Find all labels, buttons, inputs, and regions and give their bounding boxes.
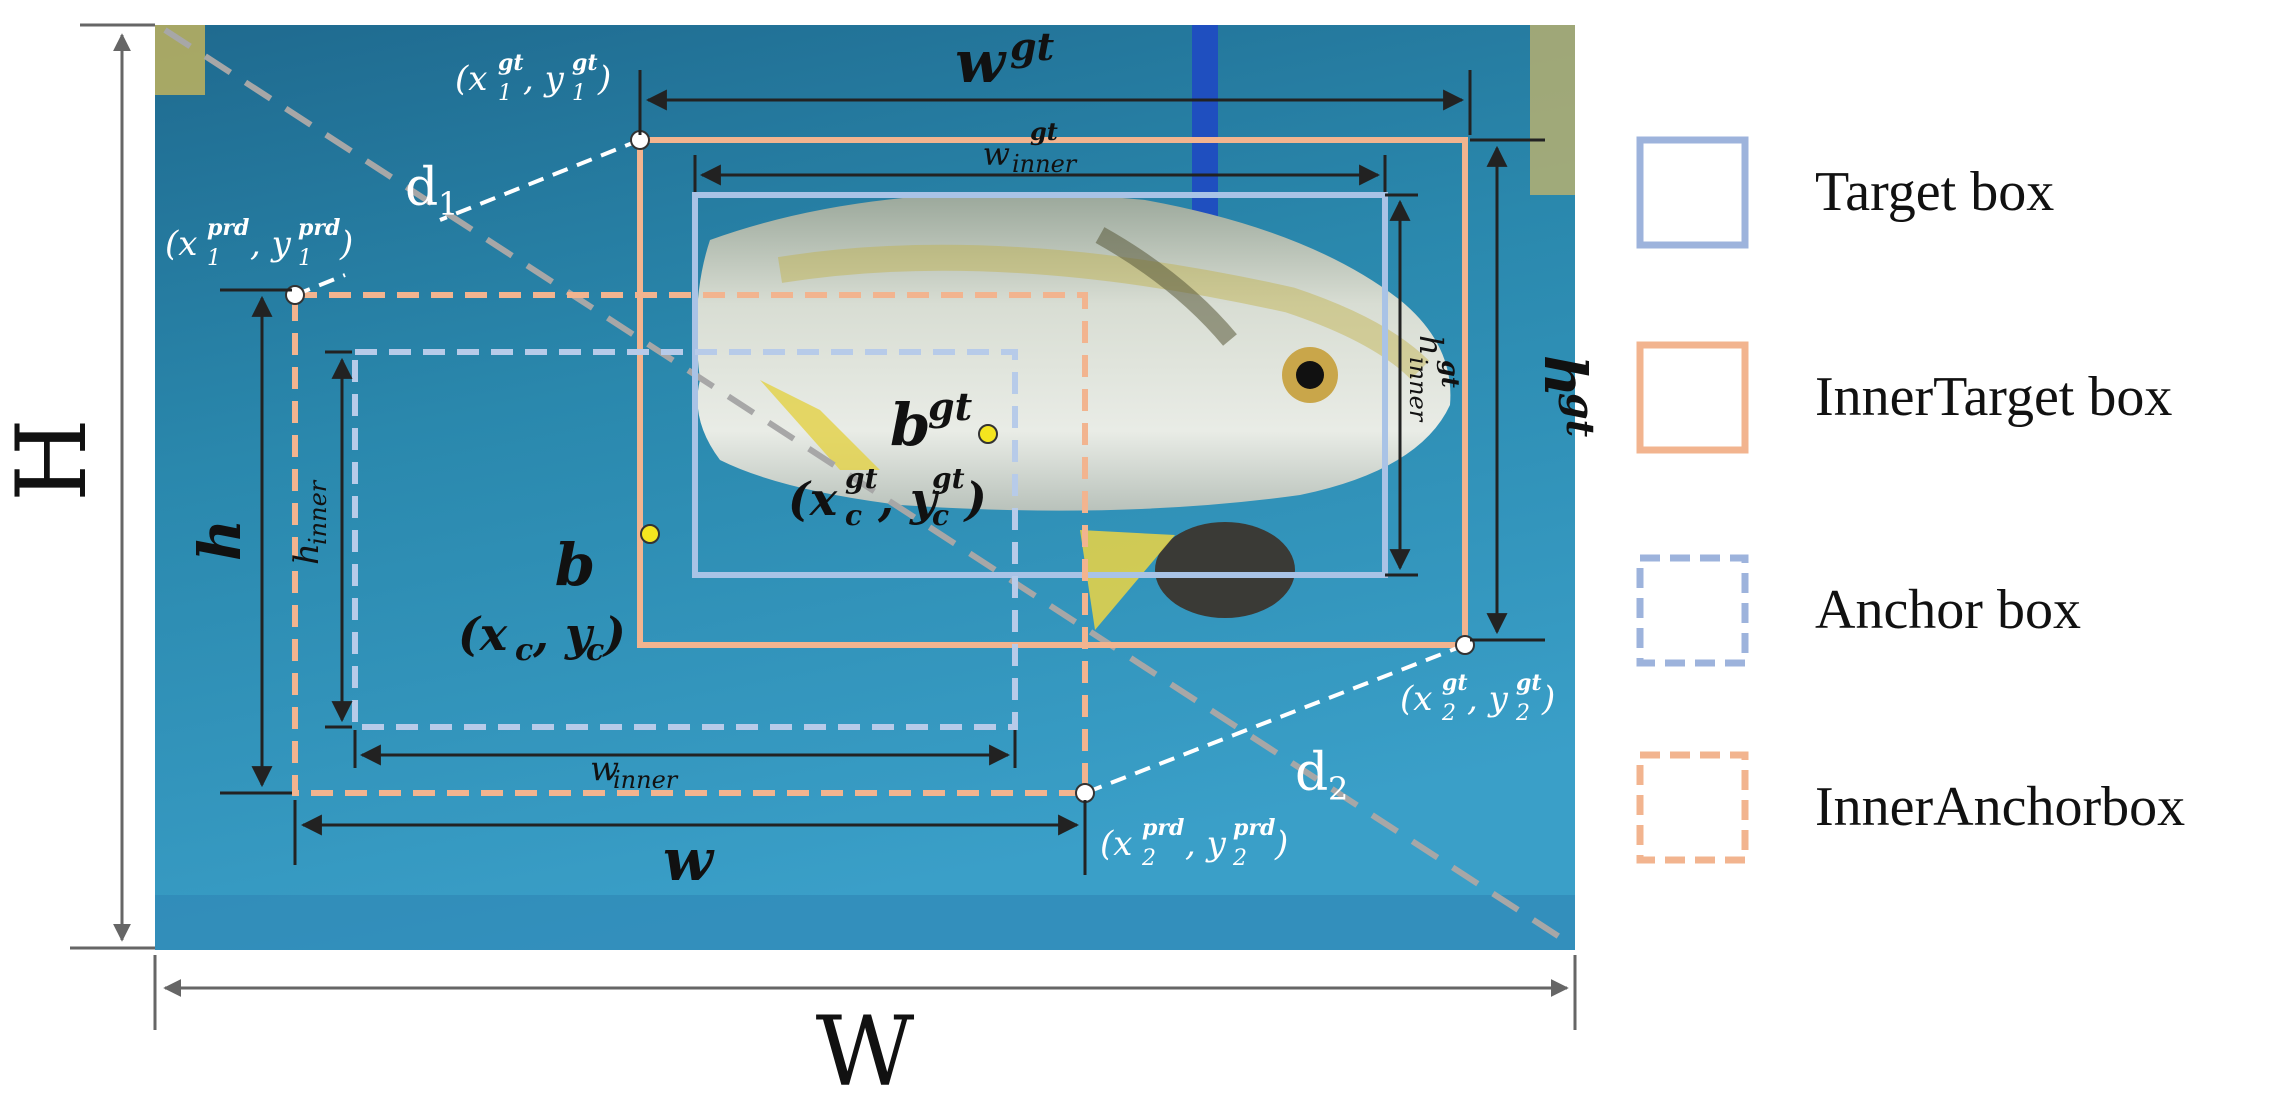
svg-text:gt: gt <box>498 50 524 76</box>
svg-text:2: 2 <box>1141 846 1156 871</box>
legend-label-inner-target: InnerTarget box <box>1815 366 2172 428</box>
label-w: w <box>663 826 715 894</box>
svg-text:2: 2 <box>1515 701 1530 726</box>
label-d2: d <box>1295 743 1328 803</box>
svg-text:prd: prd <box>207 215 249 241</box>
center-b <box>640 524 660 544</box>
label-H: H <box>0 418 108 502</box>
svg-text:, y: , y <box>523 59 565 99</box>
label-winner-sub: inner <box>613 766 679 794</box>
legend-swatch-inner-anchor <box>1636 751 1749 864</box>
svg-text:, y: , y <box>1467 679 1509 719</box>
label-hinnergt-base: h <box>1412 335 1450 356</box>
svg-text:(x: (x <box>458 607 508 661</box>
label-hgt-sup: gt <box>1558 393 1603 438</box>
svg-text:): ) <box>963 472 987 526</box>
legend: Target box InnerTarget box Anchor box In… <box>1636 136 2185 864</box>
inner-target-box <box>637 137 1468 648</box>
svg-text:c: c <box>586 633 604 668</box>
svg-text:prd: prd <box>298 215 340 241</box>
anchor-box <box>352 349 1018 730</box>
svg-text:): ) <box>597 59 611 99</box>
svg-text:): ) <box>1274 824 1288 864</box>
label-bgt-sup: gt <box>928 384 973 429</box>
d2-connector <box>1084 643 1466 795</box>
svg-text:): ) <box>602 607 626 661</box>
label-winner-base: w <box>590 749 619 789</box>
svg-text:1: 1 <box>498 81 512 106</box>
label-d2-sub: 2 <box>1328 770 1348 808</box>
label-bgt-base: b <box>890 391 931 459</box>
svg-text:c: c <box>515 633 533 668</box>
label-winnergt-base: w <box>983 135 1010 173</box>
svg-text:gt: gt <box>932 462 965 495</box>
label-hinnergt-sup: gt <box>1436 360 1465 388</box>
point-x2gt <box>1455 635 1475 655</box>
label-b: b <box>555 531 596 599</box>
legend-label-target: Target box <box>1815 161 2054 223</box>
svg-text:(x: (x <box>165 224 197 264</box>
svg-text:gt: gt <box>845 462 878 495</box>
svg-text:2: 2 <box>1441 701 1456 726</box>
center-bgt <box>978 424 998 444</box>
label-hinner-sub: inner <box>304 479 332 545</box>
svg-text:prd: prd <box>1233 815 1275 841</box>
label-d1-sub: 1 <box>438 185 458 223</box>
svg-text:1: 1 <box>572 81 586 106</box>
legend-swatch-anchor <box>1636 554 1749 667</box>
svg-text:c: c <box>932 499 949 532</box>
point-x2prd <box>1075 783 1095 803</box>
label-d1: d <box>405 158 438 218</box>
target-box <box>692 192 1388 578</box>
label-h: h <box>186 519 254 561</box>
label-x2prd: (x prd 2 , y prd 2 ) <box>1100 815 1288 871</box>
legend-label-anchor: Anchor box <box>1815 579 2081 641</box>
svg-text:, y: , y <box>1185 824 1227 864</box>
label-wgt-sup: gt <box>1010 24 1055 69</box>
svg-text:(x: (x <box>788 472 838 526</box>
svg-text:gt: gt <box>572 50 598 76</box>
svg-text:): ) <box>339 224 353 264</box>
label-hinnergt-sub: inner <box>1404 357 1432 423</box>
svg-text:c: c <box>845 499 862 532</box>
svg-text:1: 1 <box>207 246 221 271</box>
label-x1gt: (x gt 1 , y gt 1 ) <box>455 50 611 106</box>
label-b-center: (x c , y c ) <box>458 607 626 668</box>
label-bgt-center: (x gt c , y gt c ) <box>788 462 987 532</box>
d1-connector <box>439 138 641 222</box>
legend-swatch-target <box>1636 136 1749 249</box>
diagonal-line-main <box>163 27 1574 948</box>
label-winnergt-sub: inner <box>1012 150 1078 178</box>
label-x1prd: (x prd 1 , y prd 1 ) <box>165 215 353 271</box>
svg-text:, y: , y <box>877 472 940 526</box>
svg-text:gt: gt <box>1442 670 1468 696</box>
label-W: W <box>816 996 915 1108</box>
inner-anchor-box <box>292 292 1088 796</box>
svg-text:(x: (x <box>1100 824 1132 864</box>
label-winnergt-sup: gt <box>1030 117 1058 146</box>
legend-label-inner-anchor: InnerAnchorbox <box>1815 776 2185 838</box>
label-hinner-base: h <box>287 543 327 565</box>
svg-text:): ) <box>1541 679 1555 719</box>
svg-text:(x: (x <box>455 59 487 99</box>
svg-text:prd: prd <box>1142 815 1184 841</box>
svg-text:2: 2 <box>1232 846 1247 871</box>
svg-text:(x: (x <box>1400 679 1432 719</box>
svg-text:, y: , y <box>532 607 595 661</box>
label-x2gt: (x gt 2 , y gt 2 ) <box>1400 670 1555 726</box>
label-hgt-base: h <box>1531 355 1599 397</box>
svg-text:1: 1 <box>298 246 312 271</box>
label-wgt-base: w <box>955 28 1007 96</box>
legend-swatch-inner-target <box>1636 341 1749 454</box>
svg-text:gt: gt <box>1516 670 1542 696</box>
svg-text:, y: , y <box>250 224 292 264</box>
